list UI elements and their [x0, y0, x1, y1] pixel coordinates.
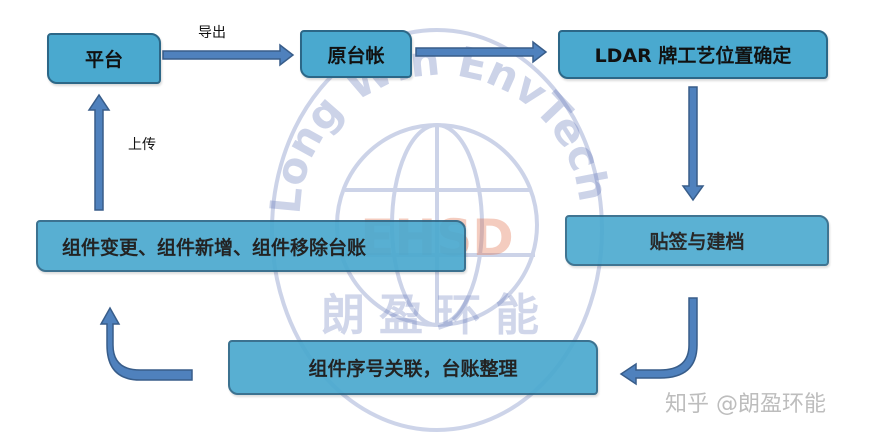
arrow-export: [162, 43, 295, 67]
watermark-bottom-text: 朗盈环能: [321, 290, 553, 341]
edge-label-export: 导出: [198, 25, 226, 41]
arrow-upload: [87, 93, 111, 211]
edge-label-upload: 上传: [128, 137, 156, 153]
node-platform: 平台: [47, 33, 161, 84]
arrow-curve-left: [99, 306, 193, 381]
arrow-to-ldar: [415, 40, 548, 64]
node-original-ledger: 原台帐: [300, 30, 412, 78]
node-tag-archive: 贴签与建档: [565, 215, 829, 266]
source-watermark: 知乎 @朗盈环能: [665, 392, 826, 417]
node-ldar-location: LDAR 牌工艺位置确定: [558, 30, 828, 79]
arrow-curve-right: [619, 297, 698, 386]
arrow-down: [681, 86, 705, 202]
node-component-serial: 组件序号关联，台账整理: [228, 340, 598, 395]
node-component-changes: 组件变更、组件新增、组件移除台账: [36, 220, 466, 272]
